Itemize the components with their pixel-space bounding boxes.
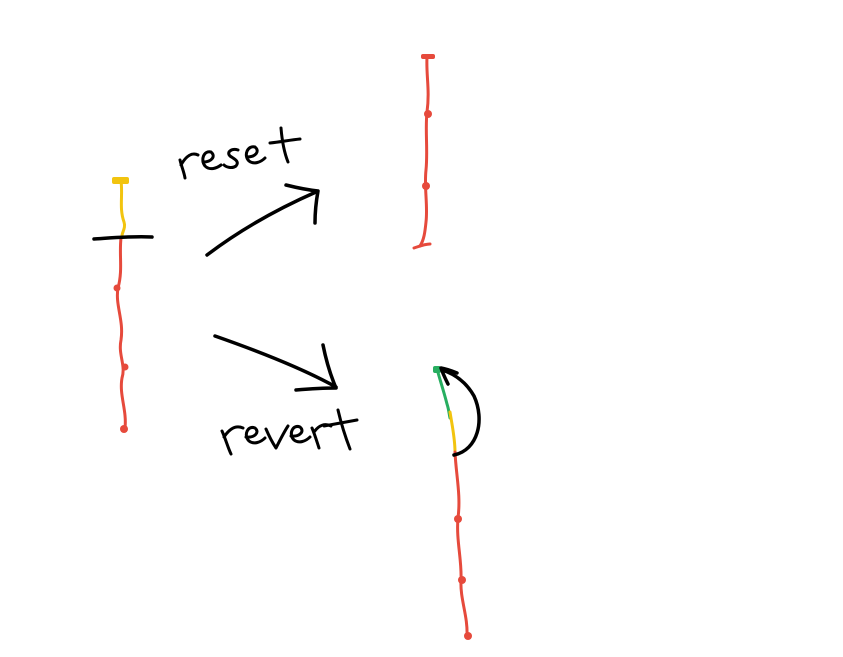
original-commit-dot-1 [113, 284, 121, 292]
revert-commit-dot-3 [464, 632, 472, 640]
reset-result-branch [412, 54, 435, 250]
revert-loop-arrow [440, 368, 481, 457]
original-head-marker [112, 177, 129, 184]
revert-loop-arrowhead [439, 366, 459, 386]
reset-commit-dot-1 [424, 110, 432, 118]
reset-label: reset [176, 126, 302, 180]
revert-commit-dot-1 [454, 515, 462, 523]
revert-label-text: revert [220, 448, 224, 451]
revert-commit-dot-2 [458, 576, 466, 584]
reset-tail [412, 242, 432, 250]
original-commit-dot-2 [121, 363, 129, 371]
reset-label-text: reset [176, 168, 179, 171]
reset-commit-dot-2 [422, 182, 430, 190]
revert-working-segment [448, 410, 457, 454]
reset-committed-segment [418, 55, 430, 248]
reset-point-marker [92, 235, 154, 241]
original-working-segment [119, 179, 127, 238]
original-commit-dot-3 [120, 425, 128, 433]
revert-head-marker [433, 366, 441, 373]
original-committed-segment [115, 236, 127, 430]
revert-label: revert [220, 408, 359, 456]
revert-result-branch [433, 366, 481, 640]
revert-arrow [213, 334, 338, 392]
reset-head-marker [421, 54, 435, 59]
reset-arrow [205, 183, 320, 257]
revert-committed-segment [453, 450, 469, 639]
original-branch [92, 177, 154, 433]
